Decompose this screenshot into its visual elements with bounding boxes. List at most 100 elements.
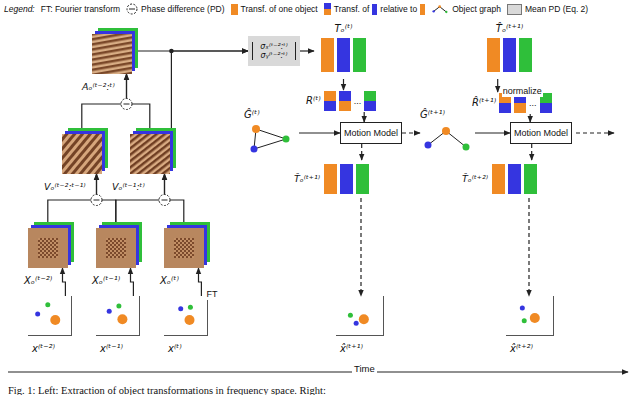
legend-item: Phase difference (PD) <box>126 3 224 15</box>
edge-label: normalize <box>502 85 543 97</box>
spectrum-image <box>62 134 102 174</box>
panel-label: x̂⁽ᵗ⁺²⁾ <box>510 343 533 355</box>
block-label: T̂ₒ⁽ᵗ⁺²⁾ <box>462 174 488 185</box>
legend-item: Object graph <box>431 4 501 15</box>
phase-difference-symbol <box>121 99 132 110</box>
orange-bar <box>321 38 334 72</box>
object-dot <box>178 306 183 311</box>
graph-object <box>433 10 435 12</box>
graph-object <box>425 141 432 148</box>
minus-sign <box>124 104 130 105</box>
legend-text: Transf. of <box>334 4 370 14</box>
spectrum-stack: Vₒ⁽ᵗ⁻²:ᵗ⁻¹⁾ <box>62 128 108 174</box>
object-dot <box>45 302 50 307</box>
connector <box>528 198 529 296</box>
object-dot <box>117 314 127 324</box>
legend-text: Transf. of one object <box>241 4 318 14</box>
phase-difference-icon <box>126 3 138 15</box>
block-label: Tₒ⁽ᵗ⁾ <box>334 23 352 35</box>
connector <box>82 74 127 128</box>
bar-half <box>324 101 336 111</box>
legend-text: Phase difference (PD) <box>141 4 224 14</box>
panel-label: x̂⁽ᵗ⁺¹⁾ <box>340 343 363 355</box>
orange-bar <box>492 164 505 194</box>
junction-dot <box>169 49 174 54</box>
spectrum-image <box>164 228 204 268</box>
object-dot <box>107 309 112 314</box>
box-label: Motion Model <box>344 128 398 138</box>
process-box: Motion Model <box>510 122 572 144</box>
mean-pd-box: σₓ⁽ᵗ⁻²:ᵗ⁾ σᵧ⁽ᵗ⁻²:ᵗ⁾ <box>248 36 300 66</box>
bar-half <box>364 101 376 111</box>
caption-holder: Fig. 1: Left: Extraction of object trans… <box>8 380 326 395</box>
blue-bar <box>340 164 353 194</box>
legend-text: relative to <box>380 4 417 14</box>
phase-difference-symbol <box>159 195 170 206</box>
legend-text: FT: Fourier transform <box>41 4 120 14</box>
scatter-dots <box>28 296 72 336</box>
spectrum-image <box>96 228 136 268</box>
icon-minus <box>129 9 135 10</box>
relative-transform-icon <box>324 3 331 15</box>
matrix-text: σₓ⁽ᵗ⁻²:ᵗ⁾ σᵧ⁽ᵗ⁻²:ᵗ⁾ <box>252 42 296 60</box>
bar-half <box>514 103 526 113</box>
ellipsis: ... <box>354 96 362 106</box>
spectrum-image-stack <box>62 128 108 174</box>
graph-label: Ĝ⁽ᵗ⁾ <box>244 109 260 121</box>
panel-label: Aₒ⁽ᵗ⁻²:ᵗ⁾ <box>82 82 115 93</box>
block-label: R⁽ᵗ⁾ <box>306 95 321 107</box>
object-dot <box>354 321 359 326</box>
panel-label: x⁽ᵗ⁾ <box>168 343 182 355</box>
object-dot <box>35 312 40 317</box>
panel-label: x⁽ᵗ⁻²⁾ <box>32 343 55 355</box>
scatter-dots <box>336 296 384 336</box>
object-dot <box>530 313 540 323</box>
spectrum-detail <box>38 238 58 258</box>
bar-half <box>339 91 351 101</box>
connector <box>343 79 344 90</box>
panel-label: Xₒ⁽ᵗ⁻¹⁾ <box>92 275 120 287</box>
block-label: T̂ₒ⁽ᵗ⁺¹⁾ <box>294 174 320 185</box>
graph-object <box>252 125 260 133</box>
blue-bar <box>508 164 521 194</box>
green-bar <box>356 164 369 194</box>
graph-object <box>445 10 447 12</box>
spectrum-stack: Aₒ⁽ᵗ⁻²:ᵗ⁾ <box>92 28 138 74</box>
edge-label: FT <box>205 288 218 300</box>
edge-label-holder: normalize <box>502 80 543 98</box>
graph-object <box>439 5 442 8</box>
scatter-dots <box>96 296 140 336</box>
spectrum-stack: Vₒ⁽ᵗ⁻¹:ᵗ⁾ <box>130 128 176 174</box>
green-bar <box>353 38 366 72</box>
graph-object <box>463 143 470 150</box>
panel-label: Vₒ⁽ᵗ⁻²:ᵗ⁻¹⁾ <box>44 182 86 193</box>
legend-heading: Legend: <box>4 4 35 14</box>
box-label: Motion Model <box>514 128 568 138</box>
blue-bar <box>503 38 516 72</box>
bar <box>420 4 425 15</box>
transform-bars-icon <box>324 164 369 194</box>
scatter-panel: x⁽ᵗ⁻¹⁾ <box>96 296 140 336</box>
connector <box>530 114 531 122</box>
minus-sign <box>94 200 100 201</box>
panel-label: Xₒ⁽ᵗ⁾ <box>160 275 179 287</box>
spectrum-image-stack <box>130 128 176 174</box>
connector <box>300 50 314 51</box>
scatter-dots <box>164 296 208 336</box>
graph-icon <box>420 123 474 155</box>
legend-item: Transf. of one object <box>231 4 318 15</box>
bar-half <box>339 101 351 111</box>
continuation-arrow <box>576 132 614 133</box>
figure-caption: Fig. 1: Left: Extraction of object trans… <box>8 384 326 395</box>
spectrum-stack: Xₒ⁽ᵗ⁾ <box>164 222 210 268</box>
icon-circle <box>127 4 137 14</box>
orange-bar <box>487 38 500 72</box>
panel-label: Vₒ⁽ᵗ⁻¹:ᵗ⁾ <box>112 182 145 193</box>
connector <box>360 198 361 296</box>
phase-difference-symbol <box>91 195 102 206</box>
scatter-panel: x⁽ᵗ⁾ <box>164 296 208 336</box>
panel-label: Xₒ⁽ᵗ⁻²⁾ <box>24 275 52 287</box>
relative-transform-bars: R⁽ᵗ⁾... <box>306 90 403 112</box>
bar-half <box>324 9 331 15</box>
